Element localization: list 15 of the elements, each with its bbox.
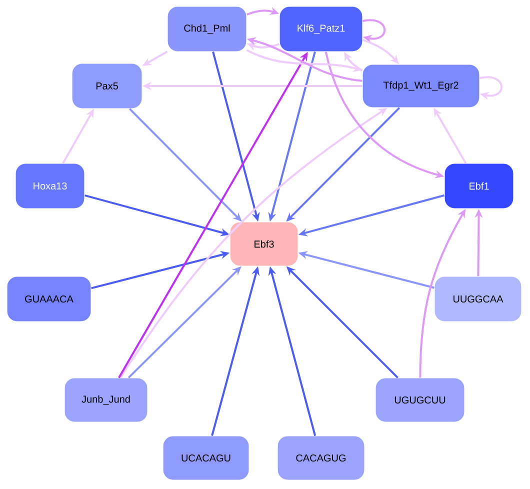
node-box: GUAAACA — [6, 276, 92, 322]
node-box: UUGGCAA — [434, 276, 522, 322]
node-box: Ebf3 — [230, 222, 298, 266]
node-box: Chd1_Pml — [167, 6, 247, 52]
node-box: UCACAGU — [162, 436, 250, 480]
node-box: UGUGCUU — [375, 378, 465, 422]
node-box: Hoxa13 — [15, 163, 85, 209]
node-box: Tfdp1_Wt1_Egr2 — [362, 64, 480, 108]
node-box: Klf6_Patz1 — [279, 6, 363, 52]
arrow — [362, 19, 386, 43]
node-box: Pax5 — [72, 63, 142, 109]
node-box: CACAGUG — [277, 436, 365, 480]
node-box: Junb_Jund — [64, 378, 148, 422]
arrow — [480, 76, 502, 100]
node-box: Ebf1 — [444, 163, 514, 209]
